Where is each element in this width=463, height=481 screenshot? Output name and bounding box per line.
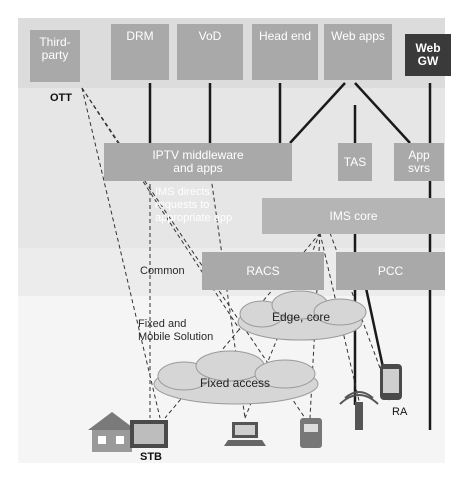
ims-core-box: IMS core <box>262 198 445 234</box>
vod-box: VoD <box>177 24 243 80</box>
racs-box: RACS <box>202 252 324 290</box>
dashed-link <box>81 87 161 419</box>
ims-directs-note: IMS directs requests to appropriate app <box>155 186 233 224</box>
tv-icon <box>130 420 168 448</box>
desk-phone-icon <box>300 418 322 448</box>
third-party-box: Third- party <box>30 30 80 82</box>
antenna-icon <box>339 391 379 430</box>
pcc-box: PCC <box>336 252 445 290</box>
ra-label: RA <box>392 406 408 418</box>
drm-box: DRM <box>111 24 169 80</box>
common-label: Common <box>140 265 185 277</box>
webapps-to-appsvrs-link <box>354 82 411 144</box>
iptv-middleware-box: IPTV middleware and apps <box>104 143 292 181</box>
laptop-icon <box>224 422 266 446</box>
fixed-access-label: Fixed access <box>200 376 271 390</box>
tas-box: TAS <box>338 143 372 181</box>
app-svrs-box: App svrs <box>394 143 444 181</box>
fixed-mobile-label: Fixed and Mobile Solution <box>138 318 214 343</box>
edge-core-label: Edge, core <box>272 310 331 324</box>
ott-label: OTT <box>50 92 72 104</box>
stb-label: STB <box>140 451 162 463</box>
dashed-link <box>319 232 361 406</box>
web-apps-box: Web apps <box>324 24 392 80</box>
house-icon <box>88 412 136 452</box>
webapps-to-middleware-link <box>289 82 346 144</box>
head-end-box: Head end <box>252 24 318 80</box>
web-gw-box: Web GW <box>405 34 451 76</box>
mobile-phone-icon <box>380 364 402 400</box>
edge-core-cloud <box>237 290 367 341</box>
fixed-access-cloud <box>153 350 319 405</box>
